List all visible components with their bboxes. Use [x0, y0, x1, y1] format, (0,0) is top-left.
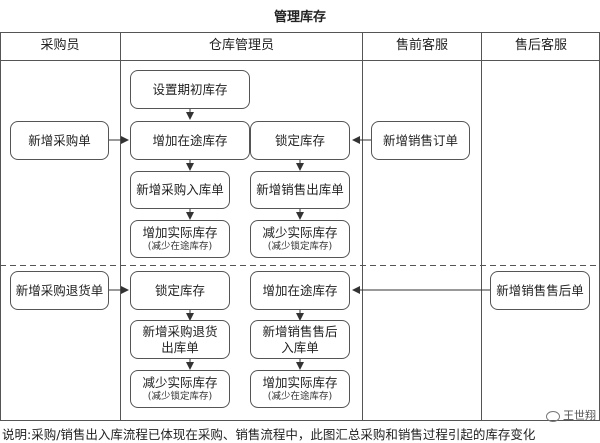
box-label: 新增采购退货单	[15, 282, 104, 298]
box-label-line2: 出库单	[161, 339, 199, 355]
add-in-transit-stock-box: 增加在途库存	[130, 121, 250, 160]
box-label: 新增采购退货	[142, 323, 218, 339]
wechat-icon	[546, 410, 560, 422]
aftersale-inbound-box: 新增销售售后 入库单	[250, 320, 350, 359]
box-sublabel: (减少锁定库存)	[147, 391, 213, 402]
lane-header-purchaser: 采购员	[40, 38, 80, 53]
lane-header-aftersales-service: 售后客服	[514, 38, 567, 53]
watermark: 王世翔	[546, 407, 596, 423]
box-sublabel: (减少锁定库存)	[267, 241, 333, 252]
new-purchase-return-box: 新增采购退货单	[10, 271, 109, 310]
box-label: 新增采购单	[28, 132, 91, 148]
reduce-actual-stock-box: 减少实际库存 (减少锁定库存)	[250, 220, 350, 258]
add-actual-stock-box: 增加实际库存 (减少在途库存)	[130, 220, 230, 258]
box-label: 新增销售出库单	[256, 182, 344, 197]
box-label: 减少实际库存	[142, 375, 218, 390]
set-initial-stock-box: 设置期初库存	[130, 70, 250, 109]
box-label: 增加实际库存	[142, 225, 218, 240]
box-label: 设置期初库存	[152, 81, 228, 97]
new-aftersale-order-box: 新增销售售后单	[490, 271, 590, 310]
reduce-actual-stock-return-box: 减少实际库存 (减少锁定库存)	[130, 370, 230, 408]
box-label: 增加在途库存	[262, 282, 338, 298]
add-actual-stock-aftersale-box: 增加实际库存 (减少在途库存)	[250, 370, 350, 408]
box-label: 新增销售售后单	[496, 282, 584, 298]
watermark-text: 王世翔	[563, 409, 596, 422]
box-label-line2: 入库单	[281, 339, 319, 355]
lock-stock-return-box: 锁定库存	[130, 271, 230, 310]
box-label: 增加实际库存	[262, 375, 338, 390]
box-sublabel: (减少在途库存)	[147, 241, 213, 252]
new-sales-order-box: 新增销售订单	[371, 121, 470, 160]
lane-header-warehouse-manager: 仓库管理员	[208, 38, 274, 53]
lane-header-presales-service: 售前客服	[395, 38, 448, 53]
box-sublabel: (减少在途库存)	[267, 391, 333, 402]
box-label: 增加在途库存	[152, 132, 228, 148]
lock-stock-box: 锁定库存	[250, 121, 350, 160]
footnote: 说明:采购/销售出入库流程已体现在采购、销售流程中，此图汇总采购和销售过程引起的…	[2, 427, 536, 442]
new-purchase-order-box: 新增采购单	[10, 121, 109, 160]
sales-outbound-box: 新增销售出库单	[250, 171, 350, 209]
box-label: 新增销售订单	[382, 132, 458, 148]
box-label: 新增采购入库单	[136, 182, 224, 197]
box-label: 减少实际库存	[262, 225, 338, 240]
purchase-inbound-box: 新增采购入库单	[130, 171, 230, 209]
box-label: 锁定库存	[154, 282, 205, 298]
diagram-title: 管理库存	[273, 10, 326, 25]
purchase-return-outbound-box: 新增采购退货 出库单	[130, 320, 230, 359]
add-in-transit-stock-aftersale-box: 增加在途库存	[250, 271, 350, 310]
box-label: 新增销售售后	[262, 323, 338, 339]
box-label: 锁定库存	[274, 132, 325, 148]
